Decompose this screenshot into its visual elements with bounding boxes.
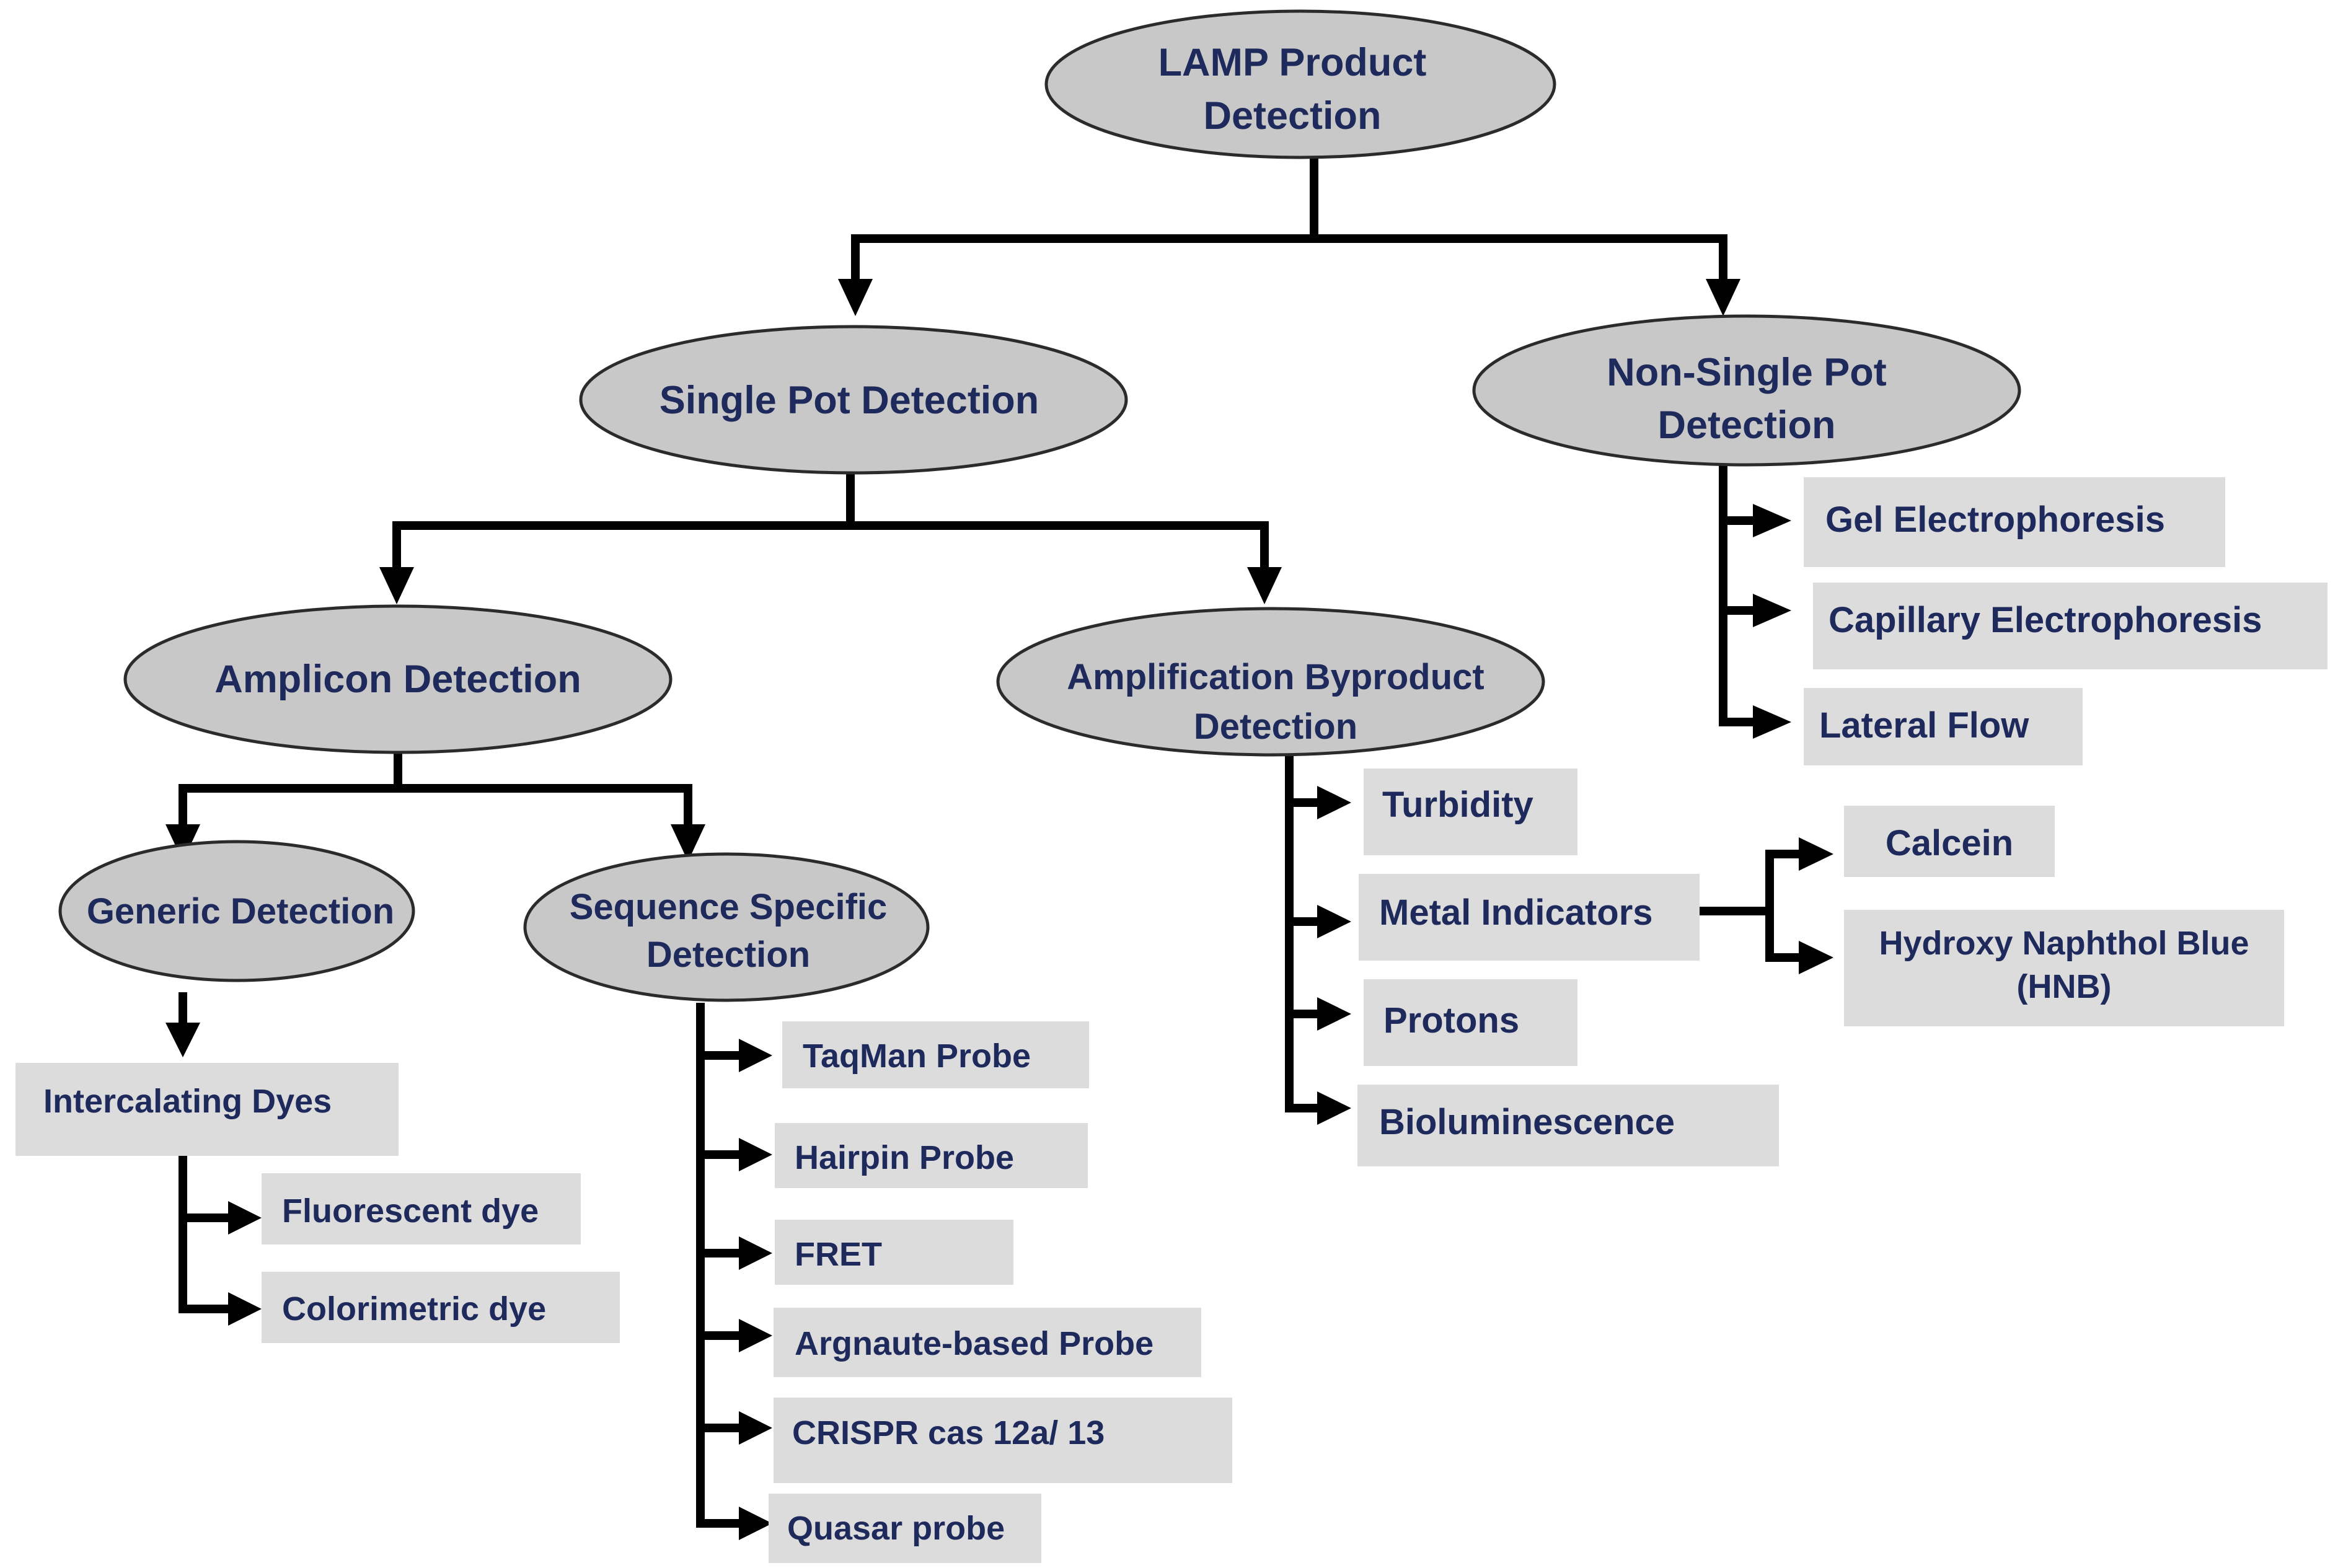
probe-item: Quasar probe bbox=[769, 1494, 1041, 1563]
arrow-right-icon bbox=[739, 1319, 772, 1352]
root-line2: Detection bbox=[1203, 94, 1381, 138]
byproduct-line1: Amplification Byproduct bbox=[1067, 657, 1484, 697]
arrow-right-icon bbox=[228, 1201, 262, 1235]
node-single-pot: Single Pot Detection bbox=[579, 325, 1128, 475]
node-generic: Generic Detection bbox=[58, 840, 415, 982]
probe-item-label: Quasar probe bbox=[787, 1510, 1005, 1547]
arrow-right-icon bbox=[739, 1138, 772, 1171]
byproduct-item-label: Bioluminescence bbox=[1379, 1102, 1675, 1142]
probe-item: FRET bbox=[775, 1220, 1013, 1285]
sequence-specific-line1: Sequence Specific bbox=[570, 887, 888, 927]
single-pot-label: Single Pot Detection bbox=[659, 379, 1039, 422]
arrow-right-icon bbox=[1317, 1091, 1351, 1125]
calcein-label: Calcein bbox=[1886, 823, 2013, 863]
intercalating-item: Fluorescent dye bbox=[262, 1173, 581, 1244]
hnb-line1: Hydroxy Naphthol Blue bbox=[1879, 925, 2249, 962]
non-single-pot-item-label: Capillary Electrophoresis bbox=[1828, 600, 2262, 640]
node-non-single-pot: Non-Single Pot Detection bbox=[1472, 314, 2021, 467]
non-single-pot-item-label: Gel Electrophoresis bbox=[1825, 500, 2165, 540]
node-root: LAMP Product Detection bbox=[1044, 9, 1556, 159]
byproduct-item-label: Turbidity bbox=[1382, 785, 1533, 825]
arrow-right-icon bbox=[228, 1292, 262, 1326]
hnb-line2: (HNB) bbox=[2017, 968, 2112, 1005]
probe-item-label: TaqMan Probe bbox=[803, 1037, 1031, 1075]
non-single-pot-item: Capillary Electrophoresis bbox=[1813, 583, 2327, 669]
intercalating-dyes: Intercalating Dyes bbox=[15, 1063, 399, 1156]
connectors bbox=[179, 158, 1808, 1528]
root-line1: LAMP Product bbox=[1158, 41, 1427, 84]
non-single-pot-line2: Detection bbox=[1657, 403, 1835, 447]
node-amplicon: Amplicon Detection bbox=[123, 604, 673, 754]
probe-item-label: Hairpin Probe bbox=[795, 1139, 1014, 1176]
probe-item: CRISPR cas 12a/ 13 bbox=[774, 1398, 1232, 1483]
metal-indicator-hnb: Hydroxy Naphthol Blue (HNB) bbox=[1844, 910, 2284, 1026]
arrow-down-icon bbox=[379, 567, 414, 604]
byproduct-item-label: Protons bbox=[1383, 1000, 1519, 1041]
byproduct-line2: Detection bbox=[1194, 707, 1357, 747]
arrow-right-icon bbox=[739, 1039, 772, 1072]
node-byproduct: Amplification Byproduct Detection bbox=[996, 607, 1545, 757]
probe-item: Argnaute-based Probe bbox=[774, 1308, 1201, 1377]
probe-item-label: CRISPR cas 12a/ 13 bbox=[792, 1414, 1105, 1451]
byproduct-item: Metal Indicators bbox=[1359, 874, 1700, 961]
arrow-down-icon bbox=[1706, 279, 1740, 316]
intercalating-item: Colorimetric dye bbox=[262, 1272, 620, 1343]
byproduct-item: Turbidity bbox=[1364, 769, 1577, 855]
probe-item: Hairpin Probe bbox=[775, 1123, 1088, 1188]
byproduct-item: Bioluminescence bbox=[1357, 1085, 1779, 1166]
arrow-down-icon bbox=[671, 824, 705, 861]
arrow-right-icon bbox=[1753, 705, 1791, 739]
generic-label: Generic Detection bbox=[87, 891, 394, 932]
arrow-right-icon bbox=[1317, 786, 1351, 819]
arrow-right-icon bbox=[1753, 504, 1791, 537]
probe-item: TaqMan Probe bbox=[782, 1021, 1089, 1088]
non-single-pot-item: Lateral Flow bbox=[1804, 688, 2083, 765]
arrow-right-icon bbox=[1799, 941, 1833, 974]
sequence-specific-line2: Detection bbox=[646, 935, 810, 975]
intercalating-item-label: Colorimetric dye bbox=[282, 1290, 546, 1328]
probe-item-label: Argnaute-based Probe bbox=[795, 1325, 1154, 1362]
arrowheads bbox=[165, 279, 1833, 1540]
arrow-right-icon bbox=[739, 1236, 772, 1270]
arrow-right-icon bbox=[1753, 594, 1791, 627]
arrow-right-icon bbox=[739, 1507, 772, 1540]
arrow-right-icon bbox=[1317, 997, 1351, 1031]
arrow-down-icon bbox=[165, 824, 200, 861]
amplicon-label: Amplicon Detection bbox=[214, 658, 581, 701]
arrow-right-icon bbox=[739, 1411, 772, 1445]
metal-indicator-calcein: Calcein bbox=[1844, 806, 2055, 877]
byproduct-item: Protons bbox=[1364, 979, 1577, 1066]
intercalating-item-label: Fluorescent dye bbox=[282, 1192, 539, 1230]
arrow-down-icon bbox=[165, 1023, 200, 1057]
non-single-pot-item-label: Lateral Flow bbox=[1819, 705, 2029, 746]
probe-item-label: FRET bbox=[795, 1236, 882, 1273]
byproduct-item-label: Metal Indicators bbox=[1379, 892, 1653, 933]
arrow-right-icon bbox=[1799, 837, 1833, 871]
non-single-pot-item: Gel Electrophoresis bbox=[1804, 477, 2225, 567]
non-single-pot-line1: Non-Single Pot bbox=[1607, 351, 1886, 394]
node-sequence-specific: Sequence Specific Detection bbox=[523, 852, 930, 1002]
arrow-right-icon bbox=[1317, 905, 1351, 938]
arrow-down-icon bbox=[838, 279, 873, 316]
intercalating-dyes-label: Intercalating Dyes bbox=[43, 1083, 332, 1120]
arrow-down-icon bbox=[1247, 567, 1282, 604]
